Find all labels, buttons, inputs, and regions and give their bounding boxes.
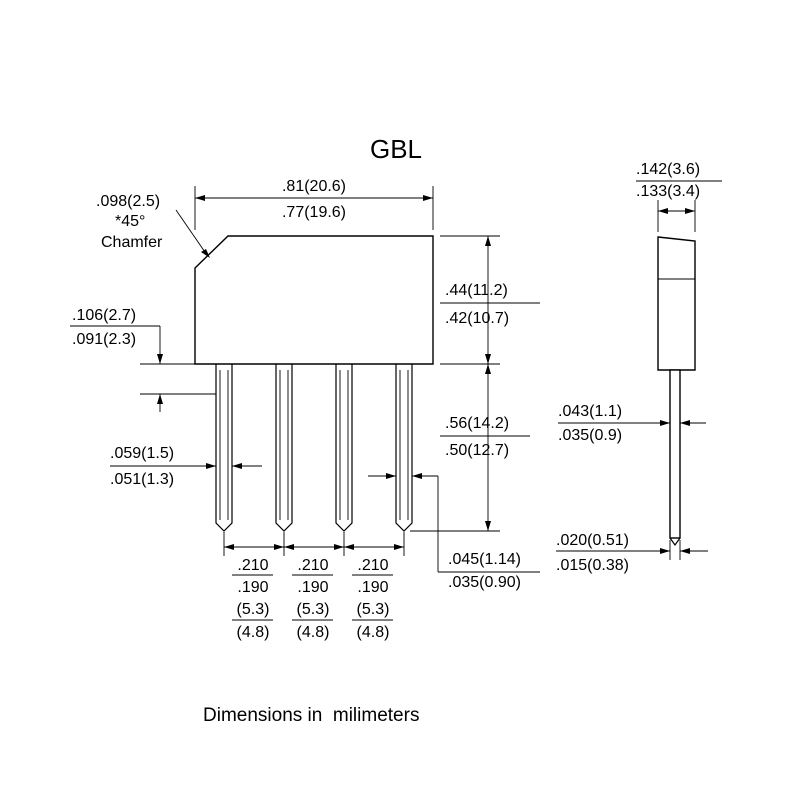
lead-1 (215, 364, 233, 532)
chamfer-dim-label: .098(2.5) (96, 193, 160, 210)
body-height-min-label: .42(10.7) (445, 310, 509, 327)
body-height-max-label: .44(11.2) (445, 282, 508, 299)
lead-shoulder-dimension (70, 325, 216, 412)
side-lead-width-min-label: .035(0.9) (558, 427, 622, 444)
pitch-3-min-mm: (4.8) (357, 624, 390, 641)
chamfer-arrow (201, 249, 210, 258)
lead-tip-min-label: .035(0.90) (448, 574, 521, 591)
lead-width-max-label: .059(1.5) (110, 445, 174, 462)
lead-length-min-label: .50(12.7) (445, 442, 509, 459)
thickness-max-label: .142(3.6) (636, 161, 700, 178)
lead-4 (395, 364, 413, 532)
width-dimension (194, 186, 434, 230)
pitch-2-max-mm: (5.3) (297, 601, 330, 618)
units-caption: Dimensions in milimeters (203, 705, 419, 726)
package-body (194, 235, 434, 365)
pitch-1-max-mm: (5.3) (237, 601, 270, 618)
lead-length-max-label: .56(14.2) (445, 415, 509, 432)
lead-tip-dimension (368, 473, 540, 573)
lead-2 (275, 364, 293, 532)
pitch-2-min-mm: (4.8) (297, 624, 330, 641)
pitch-1-min-mm: (4.8) (237, 624, 270, 641)
pitch-3-max-in: .210 (357, 557, 388, 574)
side-lead-width-dimension (558, 420, 706, 426)
side-view-body (657, 236, 696, 371)
pitch-3-min-in: .190 (357, 579, 388, 596)
pitch-2-max-in: .210 (297, 557, 328, 574)
side-lead-thickness-max-label: .020(0.51) (556, 532, 629, 549)
side-view-lead (669, 369, 681, 539)
thickness-dimension (636, 180, 722, 232)
lead-tip-max-label: .045(1.14) (448, 551, 521, 568)
pitch-1-max-in: .210 (237, 557, 268, 574)
lead-3 (335, 364, 353, 532)
lead-length-dimension (410, 364, 530, 532)
pitch-2-min-in: .190 (297, 579, 328, 596)
width-max-label: .81(20.6) (282, 178, 346, 195)
lead-shoulder-max-label: .106(2.7) (72, 307, 136, 324)
pitch-dimension (223, 532, 405, 621)
chamfer-label: Chamfer (101, 234, 163, 251)
lead-shoulder-min-label: .091(2.3) (72, 331, 136, 348)
side-lead-width-max-label: .043(1.1) (558, 403, 622, 420)
package-title: GBL (370, 134, 422, 164)
width-min-label: .77(19.6) (282, 204, 346, 221)
body-height-dimension (440, 235, 540, 365)
chamfer-angle-label: *45° (115, 213, 145, 230)
pitch-3-max-mm: (5.3) (357, 601, 390, 618)
side-lead-thickness-min-label: .015(0.38) (556, 557, 629, 574)
chamfer-leader (175, 209, 208, 256)
side-lead-thickness-dimension (556, 540, 708, 560)
lead-width-min-label: .051(1.3) (110, 471, 174, 488)
thickness-min-label: .133(3.4) (636, 183, 700, 200)
lead-width-dimension (110, 463, 262, 469)
side-view-lead-tip (669, 537, 681, 547)
pitch-1-min-in: .190 (237, 579, 268, 596)
